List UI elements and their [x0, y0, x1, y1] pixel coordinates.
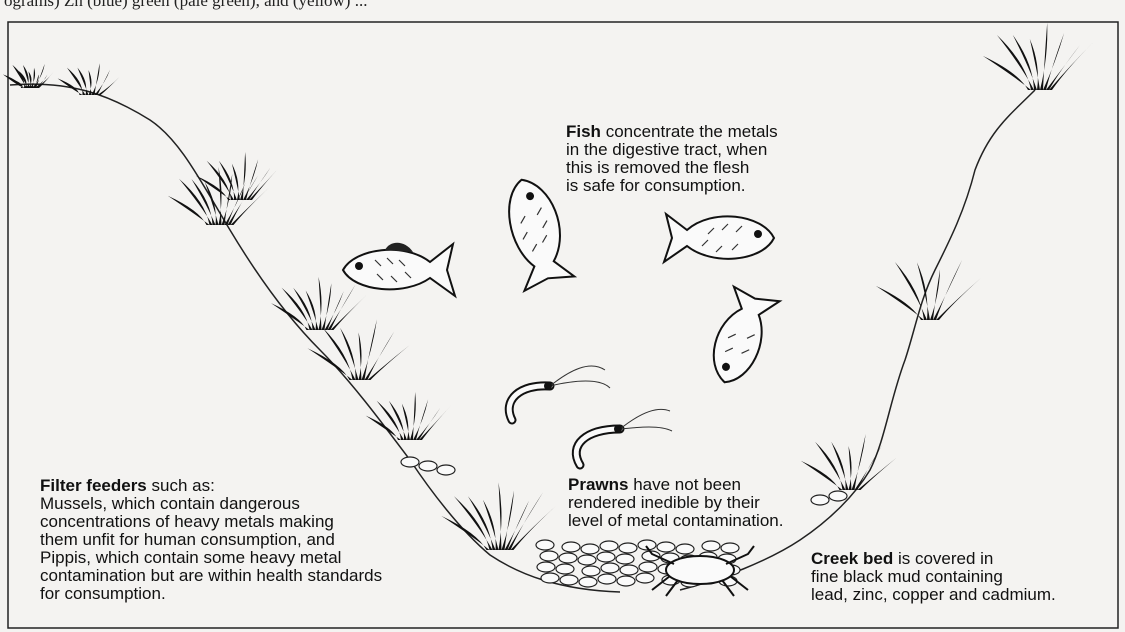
plant-leaf	[858, 458, 897, 490]
plant-leaf	[997, 35, 1034, 90]
plant-leaf	[1030, 39, 1040, 90]
fish-illustration-3	[664, 214, 774, 262]
plant-leaf	[1046, 45, 1080, 90]
filter-feeders-line-1: Mussels, which contain dangerous	[40, 495, 382, 513]
plant-leaf	[328, 285, 356, 330]
pebble	[537, 562, 555, 572]
filter-feeders-line-4: Pippis, which contain some heavy metal	[40, 549, 382, 567]
plant-leaf	[1013, 35, 1037, 90]
pebble	[721, 543, 739, 553]
plant-leaf	[92, 63, 100, 95]
plant-leaf	[852, 434, 866, 490]
filter-feeders-intro: such as:	[152, 476, 215, 495]
plant-leaf	[801, 461, 843, 490]
prawn-illustration-2	[576, 409, 672, 465]
plant-leaf	[983, 56, 1031, 90]
pebble	[601, 563, 619, 573]
fish-caption-line-3: this is removed the flesh	[566, 159, 778, 177]
creek-bed-label: Creek bed	[811, 549, 893, 568]
fish-caption-line-4: is safe for consumption.	[566, 177, 778, 195]
filter-feeders-label: Filter feeders	[40, 476, 147, 495]
plant-leaf	[308, 348, 353, 380]
pebble	[556, 564, 574, 574]
plant-leaf	[1049, 41, 1094, 90]
plant-leaf	[502, 491, 515, 550]
plant-leaf	[368, 345, 410, 380]
fish-caption-label: Fish	[566, 122, 601, 141]
fish-caption-line-2: in the digestive tract, when	[566, 141, 778, 159]
plant-leaf	[419, 405, 451, 440]
fish-caption-line-1: concentrate the metals	[606, 122, 778, 141]
pebble	[616, 554, 634, 564]
pebble	[636, 573, 654, 583]
pebble	[536, 540, 554, 550]
plant-leaf	[246, 168, 270, 200]
plant-leaf	[98, 77, 120, 95]
filter-feeders-line-6: for consumption.	[40, 585, 382, 603]
pebble	[401, 457, 419, 467]
creek-bed-caption: Creek bed is covered in fine black mud c…	[811, 550, 1056, 604]
pebble	[617, 576, 635, 586]
pebble	[579, 577, 597, 587]
creek-bed-intro: is covered in	[898, 549, 993, 568]
pebble	[437, 465, 455, 475]
filter-feeders-line-2: concentrations of heavy metals making	[40, 513, 382, 531]
fish-illustration-4	[702, 285, 780, 391]
pebble	[597, 552, 615, 562]
plant-leaf	[936, 278, 981, 320]
fish-caption: Fish concentrate the metals in the diges…	[566, 123, 778, 195]
pebble	[559, 553, 577, 563]
prawns-caption: Prawns have not been rendered inedible b…	[568, 476, 783, 530]
pebble	[578, 555, 596, 565]
pebble	[600, 541, 618, 551]
pebble	[676, 544, 694, 554]
pebble	[620, 565, 638, 575]
creek-bed-line-2: lead, zinc, copper and cadmium.	[811, 586, 1056, 604]
plant-leaf	[231, 187, 270, 225]
plant-leaf	[1040, 23, 1047, 90]
pebble	[811, 495, 829, 505]
pebble	[829, 491, 847, 501]
creek-bed-line-1: fine black mud containing	[811, 568, 1056, 586]
fish-illustration-1	[343, 243, 455, 296]
pebble	[560, 575, 578, 585]
prawns-line-2: level of metal contamination.	[568, 512, 783, 530]
plant-leaf	[228, 175, 258, 225]
plant-leaf	[319, 277, 322, 330]
plant-leaf	[876, 286, 924, 320]
plant-leaf	[331, 296, 367, 330]
filter-feeders-line-5: contamination but are within health stan…	[40, 567, 382, 585]
pebble	[582, 566, 600, 576]
plant-leaf	[77, 68, 88, 95]
pebble	[702, 541, 720, 551]
filter-feeders-caption: Filter feeders such as: Mussels, which c…	[40, 477, 382, 603]
prawns-label: Prawns	[568, 475, 628, 494]
plant-leaf	[410, 392, 416, 440]
plant-leaf	[362, 319, 377, 380]
plant-leaf	[416, 408, 440, 440]
pebble	[639, 562, 657, 572]
filter-feeders-line-3: them unfit for human consumption, and	[40, 531, 382, 549]
pebble	[657, 542, 675, 552]
pebble	[619, 543, 637, 553]
pebble	[581, 544, 599, 554]
prawns-line-1: rendered inedible by their	[568, 494, 783, 512]
pebble	[419, 461, 437, 471]
fish-illustration-2	[496, 173, 574, 291]
pebble	[562, 542, 580, 552]
plant-leaf	[402, 404, 410, 440]
plant-leaf	[499, 482, 502, 550]
plant-leaf	[359, 332, 362, 380]
pebble	[598, 574, 616, 584]
plant-leaf	[849, 446, 852, 490]
prawn-illustration-1	[509, 366, 610, 420]
aquatic-plants	[3, 23, 1094, 550]
plant-leaf	[366, 416, 401, 440]
plant-leaf	[196, 176, 231, 200]
pebble	[541, 573, 559, 583]
prawns-intro: have not been	[633, 475, 741, 494]
plant-leaf	[895, 262, 927, 320]
pebble	[540, 551, 558, 561]
plant-leaf	[232, 164, 240, 200]
